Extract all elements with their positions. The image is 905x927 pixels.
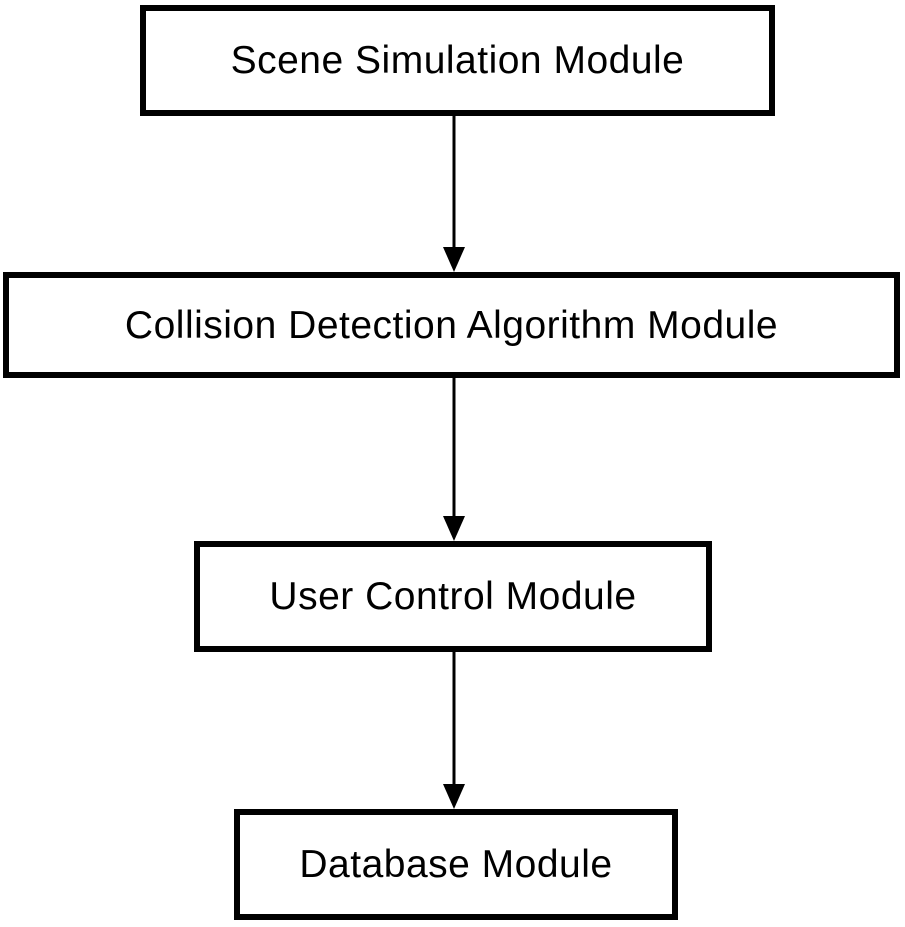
edge-user-control-to-database: [442, 652, 466, 809]
arrow-line: [452, 652, 456, 787]
edge-scene-to-collision: [442, 116, 466, 272]
node-label-collision-detection: Collision Detection Algorithm Module: [124, 303, 779, 347]
node-label-scene-simulation: Scene Simulation Module: [230, 39, 685, 82]
arrow-line: [452, 378, 456, 519]
arrow-down-icon: [443, 516, 465, 541]
edge-collision-to-user-control: [442, 378, 466, 541]
node-database-module: Database Module: [234, 809, 678, 920]
node-label-user-control: User Control Module: [269, 575, 637, 618]
node-collision-detection-algorithm-module: Collision Detection Algorithm Module: [3, 272, 900, 378]
node-scene-simulation-module: Scene Simulation Module: [140, 5, 775, 116]
arrow-down-icon: [443, 784, 465, 809]
arrow-down-icon: [443, 247, 465, 272]
arrow-line: [452, 116, 456, 250]
node-user-control-module: User Control Module: [194, 541, 712, 652]
node-label-database: Database Module: [299, 843, 613, 886]
